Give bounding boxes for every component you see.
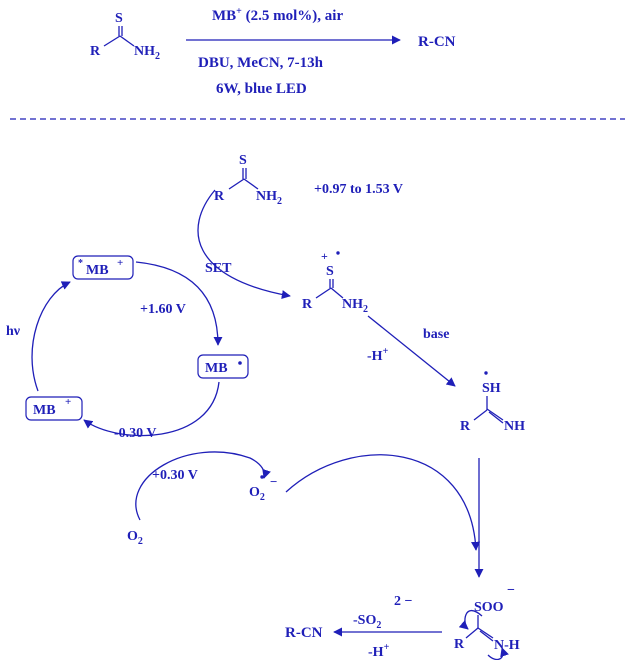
potential-o2: +0.30 V <box>152 468 198 483</box>
radical-cation-s: S <box>326 264 334 279</box>
deprotonation-arrow <box>367 315 456 387</box>
substrate-r: R <box>214 189 225 204</box>
final-product: R-CN <box>285 625 323 641</box>
set-label: SET <box>205 261 232 276</box>
base-label: base <box>423 327 449 342</box>
excited-mb-box <box>72 255 134 280</box>
superoxide-attack-arrow <box>285 454 481 551</box>
excited-star: * <box>78 258 83 269</box>
substrate-s: S <box>239 153 247 168</box>
imine-nh: NH <box>504 419 525 434</box>
superoxide-charge: − <box>270 474 277 489</box>
conditions-solvent: DBU, MeCN, 7-13h <box>198 55 324 71</box>
minus-h-label-1: -H+ <box>367 346 389 364</box>
conditions-catalyst: MB+ (2.5 mol%), air <box>212 6 343 24</box>
sulfinate-soo: SOO <box>474 600 504 615</box>
electron-push-arrow-1 <box>458 609 483 630</box>
minus-so2-label: -SO2 <box>353 613 381 631</box>
oxygen-label: O2 <box>127 529 143 547</box>
reduced-mb-box <box>197 354 249 379</box>
thioimidic-acid: SH R NH <box>460 371 525 434</box>
thioamide-r: R <box>90 44 101 59</box>
set-arrow <box>197 189 291 300</box>
potential-excited: +1.60 V <box>140 302 186 317</box>
imine-sh: SH <box>482 381 501 396</box>
ground-mb-box <box>25 396 83 421</box>
sulfinate-r: R <box>454 637 465 652</box>
thioamide-nh2: NH2 <box>134 44 160 62</box>
excited-mb-label: MB <box>86 263 109 278</box>
imine-r: R <box>460 419 471 434</box>
sulfinate-nh: N-H <box>494 638 520 653</box>
substrate-nh2: NH2 <box>256 189 282 207</box>
potential-ground: -0.30 V <box>114 426 157 441</box>
radical-cation-charge: + <box>321 249 328 263</box>
electron-push-arrow-2 <box>487 647 509 660</box>
regeneration-arrow <box>83 381 220 437</box>
thioamide-substrate: S R NH2 <box>214 153 282 207</box>
reduced-mb-radical-dot <box>238 361 242 365</box>
excited-mb-charge: + <box>117 257 123 269</box>
radical-cation-r: R <box>302 297 313 312</box>
sulfinate-charge: − <box>507 583 515 598</box>
radical-cation-nh2: NH2 <box>342 297 368 315</box>
oxidation-potential: +0.97 to 1.53 V <box>314 182 403 197</box>
reduced-mb-label: MB <box>205 361 228 376</box>
radical-cation: + S R NH2 <box>302 249 368 315</box>
superoxide-radical-dot <box>260 475 264 479</box>
hv-label: hν <box>6 324 21 339</box>
reductive-quench-arrow <box>135 261 223 346</box>
superoxide-label: O2 <box>249 485 265 503</box>
oxygen-reduction-arrow <box>135 451 271 521</box>
photoexcitation-arrow <box>31 281 71 392</box>
thioamide-s: S <box>115 11 123 26</box>
so2-charge: 2 − <box>394 594 413 609</box>
top-product: R-CN <box>418 34 456 50</box>
sulfinate-intermediate: − SOO R N-H <box>454 583 520 660</box>
ground-mb-label: MB <box>33 403 56 418</box>
top-thioamide: S R NH2 <box>90 11 160 62</box>
minus-h-label-2: -H+ <box>368 642 390 660</box>
ground-mb-charge: + <box>65 396 71 408</box>
conditions-light: 6W, blue LED <box>216 81 307 97</box>
